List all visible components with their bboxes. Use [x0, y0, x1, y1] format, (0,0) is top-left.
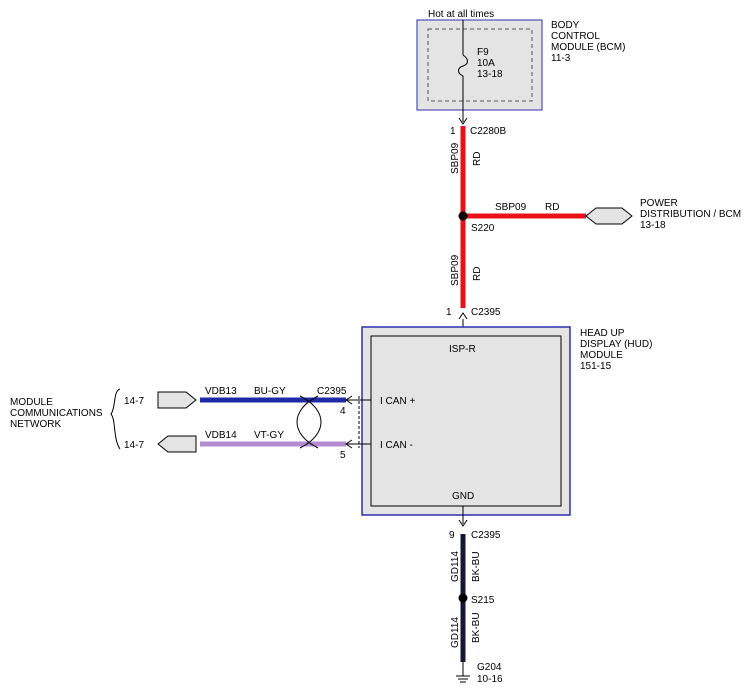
c2395-can-name: C2395 [317, 386, 347, 397]
sbp09-branch-circuit: SBP09 [495, 202, 527, 213]
gd114-lower-circuit: GD114 [450, 617, 461, 648]
splice-s220-dot [458, 211, 468, 221]
sbp09-branch-color: RD [545, 202, 559, 213]
hud-can-minus-label: I CAN - [380, 440, 413, 451]
network-brace-icon [110, 388, 121, 450]
c2395-top-name: C2395 [471, 307, 501, 318]
hud-label-line-1: HEAD UP [580, 328, 625, 339]
vdb14-circuit: VDB14 [205, 430, 237, 441]
fuse-ref: 13-18 [477, 69, 503, 80]
c2395-can-pin-minus: 5 [340, 450, 346, 461]
network-label-line-2: COMMUNICATIONS [10, 408, 103, 419]
bcm-label-line-4: 11-3 [551, 53, 571, 64]
network-ref-bottom: 14-7 [124, 440, 144, 451]
hud-can-plus-label: I CAN + [380, 396, 415, 407]
c2395-can-plus-connector-icon [345, 395, 353, 405]
c2280b-name: C2280B [470, 126, 506, 137]
splice-s220-label: S220 [471, 223, 495, 234]
c2395-top-connector-icon [458, 312, 468, 320]
power-distribution-arrow-icon [585, 207, 633, 225]
splice-s215-label: S215 [471, 595, 495, 606]
ground-symbol-icon [456, 675, 470, 683]
twisted-pair-icon [296, 395, 322, 449]
splice-s215-dot [458, 593, 468, 603]
hud-module-inner [370, 335, 562, 507]
hot-at-all-times-label: Hot at all times [428, 9, 494, 20]
c2395-gnd-pin: 9 [449, 530, 455, 541]
sbp09-upper-circuit: SBP09 [450, 142, 461, 174]
hud-label-line-4: 151-15 [580, 361, 612, 372]
gd114-lower-color: BK-BU [471, 612, 482, 643]
vdb13-color: BU-GY [254, 386, 286, 397]
fuse-name: F9 [477, 47, 489, 58]
c2395-top-pin: 1 [446, 307, 452, 318]
bcm-fuse-area [427, 28, 533, 102]
power-distribution-line-2: DISTRIBUTION / BCM [640, 209, 741, 220]
hud-label-line-2: DISPLAY (HUD) [580, 339, 652, 350]
power-distribution-line-1: POWER [640, 198, 678, 209]
hud-isp-label: ISP-R [449, 344, 476, 355]
gd114-upper-circuit: GD114 [450, 551, 461, 582]
network-label-line-3: NETWORK [10, 419, 61, 430]
sbp09-lower-circuit: SBP09 [450, 254, 461, 286]
power-distribution-line-3: 13-18 [640, 220, 666, 231]
bcm-label-line-1: BODY [551, 20, 580, 31]
c2395-can-minus-connector-icon [345, 439, 353, 449]
bcm-label-line-3: MODULE (BCM) [551, 42, 625, 53]
sbp09-upper-color: RD [472, 152, 483, 166]
network-connector-bottom-icon [157, 435, 197, 453]
ground-name: G204 [477, 662, 502, 673]
fuse-f9-icon [458, 54, 468, 77]
c2395-gnd-name: C2395 [471, 530, 501, 541]
network-label-line-1: MODULE [10, 397, 53, 408]
bcm-label-line-2: CONTROL [551, 31, 600, 42]
vdb14-color: VT-GY [254, 430, 284, 441]
sbp09-lower-color: RD [472, 267, 483, 281]
c2395-gnd-connector-icon [458, 519, 468, 527]
network-connector-top-icon [157, 391, 197, 409]
c2280b-pin: 1 [450, 126, 456, 137]
c2280b-connector-icon [458, 117, 468, 125]
vdb13-circuit: VDB13 [205, 386, 237, 397]
gd114-upper-color: BK-BU [471, 551, 482, 582]
network-ref-top: 14-7 [124, 396, 144, 407]
ground-ref: 10-16 [477, 674, 503, 685]
hud-gnd-label: GND [452, 491, 474, 502]
fuse-rating: 10A [477, 58, 495, 69]
c2395-can-pin-plus: 4 [340, 406, 346, 417]
hud-label-line-3: MODULE [580, 350, 623, 361]
